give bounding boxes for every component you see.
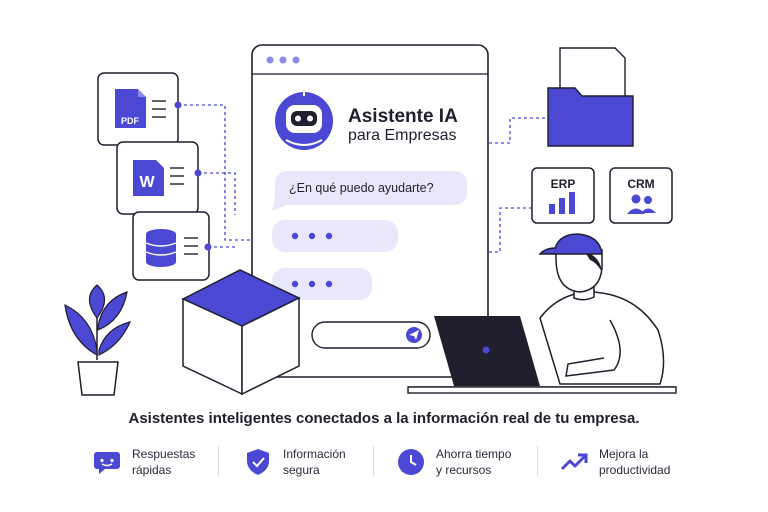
crm-label: CRM: [627, 177, 654, 191]
erp-card: ERP: [531, 167, 595, 224]
database-card: [132, 211, 212, 281]
crm-card: CRM: [609, 167, 673, 224]
feature-2-line1: Información: [283, 447, 346, 461]
illustration: PDF W: [64, 44, 677, 396]
tagline: Asistentes inteligentes conectados a la …: [128, 410, 640, 427]
chat-bubble-icon: [94, 452, 120, 474]
clock-icon: [398, 449, 424, 475]
feature-1-line2: rápidas: [132, 463, 172, 477]
person-with-laptop: [407, 233, 677, 394]
feature-productivity: Mejora la productividad: [559, 442, 670, 482]
feature-3-line2: y recursos: [436, 463, 492, 477]
message-input-bar[interactable]: [311, 321, 431, 349]
pdf-label: PDF: [121, 116, 140, 126]
feature-2-line2: segura: [283, 463, 320, 477]
word-document-card: W: [116, 141, 202, 215]
send-icon[interactable]: [406, 327, 422, 343]
plant-decoration: [64, 284, 132, 396]
question-bubble: [272, 171, 467, 211]
assistant-subtitle: para Empresas: [348, 127, 457, 144]
feature-save-time: Ahorra tiempo y recursos: [396, 442, 511, 482]
trend-up-icon: [560, 453, 588, 471]
divider: [373, 446, 374, 476]
shield-check-icon: [247, 449, 269, 475]
feature-4-line1: Mejora la: [599, 447, 649, 461]
word-label: W: [139, 174, 155, 191]
feature-secure-info: Información segura: [243, 442, 346, 482]
robot-avatar-icon: [275, 84, 333, 150]
erp-label: ERP: [551, 177, 576, 191]
typing-bubble-1: [272, 220, 398, 252]
feature-fast-answers: Respuestas rápidas: [92, 442, 195, 482]
feature-1-line1: Respuestas: [132, 447, 196, 461]
feature-3-line1: Ahorra tiempo: [436, 447, 512, 461]
connector-lines: [178, 104, 548, 253]
typing-bubble-2: [272, 268, 372, 300]
chat-window: [251, 44, 489, 378]
assistant-title: Asistente IA: [348, 106, 458, 127]
divider: [218, 446, 219, 476]
question-text: ¿En qué puedo ayudarte?: [289, 181, 434, 195]
folder-icon: [547, 47, 634, 147]
cube-shape: [181, 269, 301, 396]
pdf-document-card: PDF: [97, 72, 182, 146]
divider: [537, 446, 538, 476]
feature-4-line2: productividad: [599, 463, 671, 477]
